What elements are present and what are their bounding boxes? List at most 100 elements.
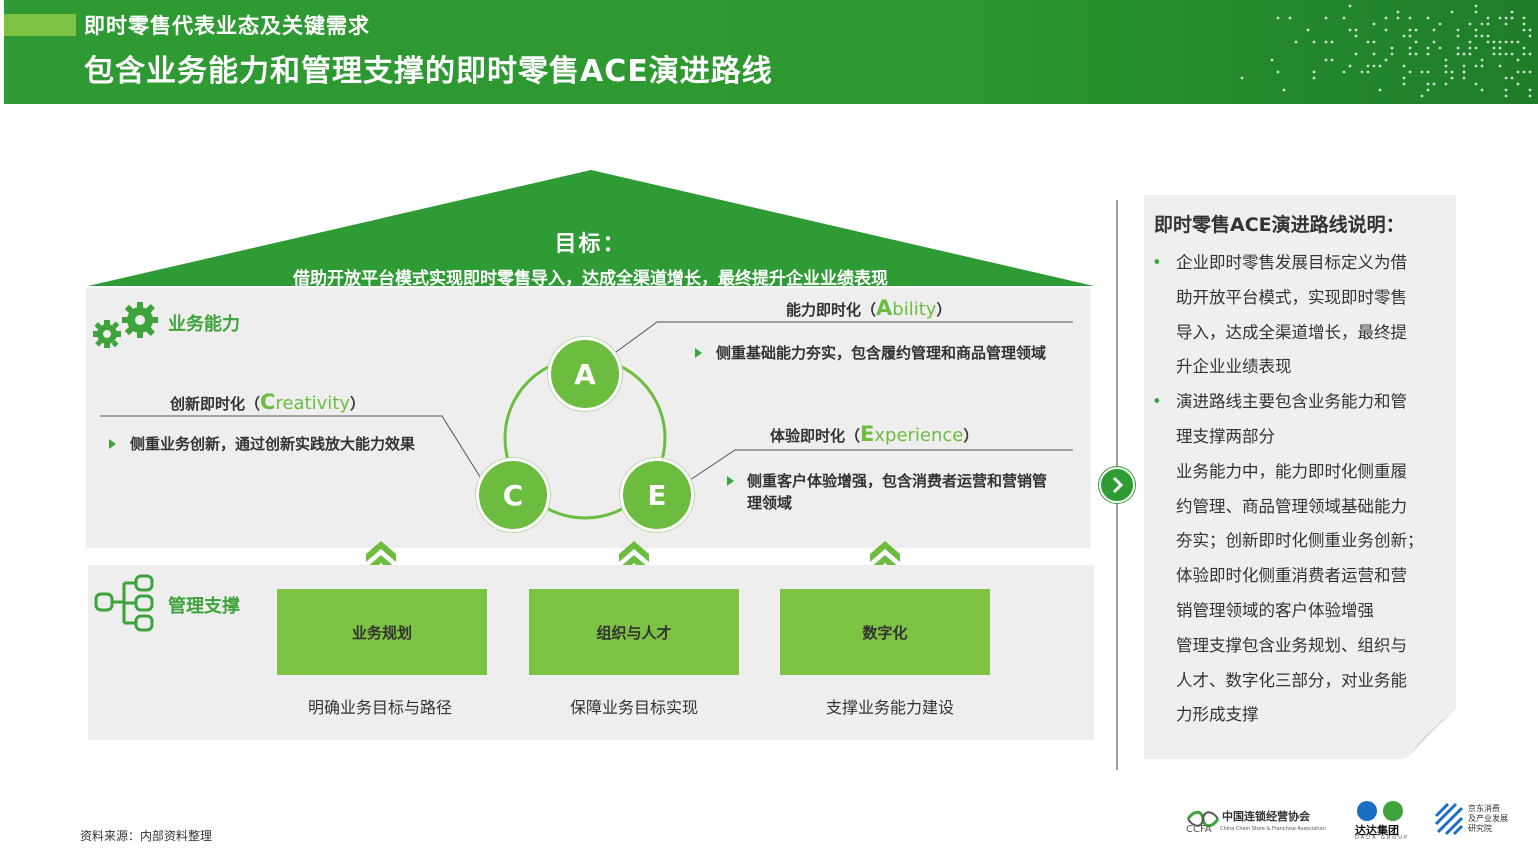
dada-logo-icon xyxy=(1357,801,1403,821)
note-bullet xyxy=(1152,350,1176,385)
note-line-text: 理支撑两部分 xyxy=(1176,426,1275,446)
note-line: 业务能力中，能力即时化侧重履 xyxy=(1152,455,1448,490)
note-line: 约管理、商品管理领域基础能力 xyxy=(1152,490,1448,525)
note-line: 导入，达成全渠道增长，最终提 xyxy=(1152,316,1448,351)
experience-circle: E xyxy=(620,458,694,532)
note-line-text: 夯实；创新即时化侧重业务创新； xyxy=(1176,531,1424,551)
goal-text: 借助开放平台模式实现即时零售导入，达成全渠道增长，最终提升企业业绩表现 xyxy=(293,269,888,289)
business-capability-panel xyxy=(86,288,1091,548)
note-bullet xyxy=(1152,629,1176,664)
explanation-note-panel xyxy=(1144,195,1456,759)
ccfa-logo-icon xyxy=(1186,810,1220,828)
dot-pattern-decoration xyxy=(1240,4,1532,98)
jd-institute-line3: 研究院 xyxy=(1468,824,1492,833)
dada-en-name: DADA GROUP xyxy=(1355,835,1409,841)
note-bullet xyxy=(1152,594,1176,629)
jd-institute-line1: 京东消费 xyxy=(1468,804,1500,813)
note-line-text: 人才、数字化三部分，对业务能 xyxy=(1176,670,1407,690)
ability-circle: A xyxy=(548,337,622,411)
gears-icon xyxy=(93,302,158,348)
experience-title-suffix: ） xyxy=(963,427,979,445)
note-bullet xyxy=(1152,559,1176,594)
business-planning-caption: 明确业务目标与路径 xyxy=(307,698,452,717)
note-line: 人才、数字化三部分，对业务能 xyxy=(1152,664,1448,699)
header-banner: 即时零售代表业态及关键需求 包含业务能力和管理支撑的即时零售ACE演进路线 xyxy=(4,0,1538,104)
org-chart-icon xyxy=(94,574,154,632)
note-bullet xyxy=(1152,524,1176,559)
ability-description: 侧重基础能力夯实，包含履约管理和商品管理领域 xyxy=(716,344,1047,362)
org-talent-box: 组织与人才 xyxy=(529,589,739,675)
note-bullet xyxy=(1152,698,1176,733)
note-line: 力形成支撑 xyxy=(1152,698,1448,733)
note-bullet xyxy=(1152,490,1176,525)
note-line-text: 销管理领域的客户体验增强 xyxy=(1176,600,1374,620)
creativity-big-letter: C xyxy=(260,390,276,414)
dada-cn-name: 达达集团 xyxy=(1355,824,1399,837)
creativity-circle: C xyxy=(476,458,550,532)
note-line-text: 力形成支撑 xyxy=(1176,705,1259,725)
ccfa-cn-name: 中国连锁经营协会 xyxy=(1222,810,1310,823)
experience-title: 体验即时化（Experience） xyxy=(770,422,978,446)
note-line-text: 体验即时化侧重消费者运营和营 xyxy=(1176,566,1407,586)
note-body: • 企业即时零售发展目标定义为借助开放平台模式，实现即时零售导入，达成全渠道增长，… xyxy=(1152,246,1448,733)
note-bullet xyxy=(1152,281,1176,316)
creativity-title: 创新即时化（Creativity） xyxy=(170,390,365,414)
header-subtitle: 即时零售代表业态及关键需求 xyxy=(84,14,370,38)
ability-en-word: bility xyxy=(892,299,937,320)
note-line: 夯实；创新即时化侧重业务创新； xyxy=(1152,524,1448,559)
note-bullet: • xyxy=(1152,392,1162,412)
note-bullet: • xyxy=(1152,253,1162,272)
business-planning-box: 业务规划 xyxy=(277,589,487,675)
ability-title-suffix: ） xyxy=(936,301,952,319)
note-bullet xyxy=(1152,420,1176,455)
ccfa-abbr: CCFA xyxy=(1186,824,1212,835)
note-line: • 企业即时零售发展目标定义为借 xyxy=(1152,246,1448,281)
digitalization-caption: 支撑业务能力建设 xyxy=(825,698,954,717)
note-bullet xyxy=(1152,455,1176,490)
jd-institute-logo-icon xyxy=(1434,802,1464,836)
chevron-right-icon[interactable] xyxy=(1099,467,1135,503)
note-line: • 演进路线主要包含业务能力和管 xyxy=(1152,385,1448,420)
page-title: 包含业务能力和管理支撑的即时零售ACE演进路线 xyxy=(84,54,773,89)
source-note: 资料来源：内部资料整理 xyxy=(80,829,213,843)
creativity-title-cn: 创新即时化（ xyxy=(170,395,261,413)
note-line-text: 助开放平台模式，实现即时零售 xyxy=(1176,287,1407,307)
creativity-en-word: reativity xyxy=(275,393,350,414)
note-line: 管理支撑包含业务规划、组织与 xyxy=(1152,629,1448,664)
goal-block: 目标： 借助开放平台模式实现即时零售导入，达成全渠道增长，最终提升企业业绩表现 xyxy=(88,226,1093,289)
note-line-text: 企业即时零售发展目标定义为借 xyxy=(1176,253,1407,272)
ccfa-en-name: China Chain Store & Franchise Associatio… xyxy=(1220,826,1326,832)
goal-label: 目标： xyxy=(554,232,627,257)
header-accent-tab xyxy=(4,14,76,36)
note-title: 即时零售ACE演进路线说明： xyxy=(1154,214,1405,236)
business-capability-title: 业务能力 xyxy=(168,314,240,335)
note-line: 体验即时化侧重消费者运营和营 xyxy=(1152,559,1448,594)
ability-bullet-icon xyxy=(695,348,702,358)
note-line-text: 演进路线主要包含业务能力和管 xyxy=(1176,392,1407,412)
note-line-text: 升企业业绩表现 xyxy=(1176,357,1292,377)
ability-big-letter: A xyxy=(876,296,893,320)
experience-big-letter: E xyxy=(860,422,875,446)
digitalization-box: 数字化 xyxy=(780,589,990,675)
note-line: 销管理领域的客户体验增强 xyxy=(1152,594,1448,629)
ability-title: 能力即时化（Ability） xyxy=(786,296,951,320)
jd-institute-name: 京东消费 及产业发展 研究院 xyxy=(1468,804,1528,834)
note-line-text: 约管理、商品管理领域基础能力 xyxy=(1176,496,1407,516)
management-support-title: 管理支撑 xyxy=(168,596,240,617)
ability-title-cn: 能力即时化（ xyxy=(786,301,877,319)
experience-en-word: xperience xyxy=(874,425,964,446)
jd-institute-line2: 及产业发展 xyxy=(1468,814,1508,823)
creativity-description: 侧重业务创新，通过创新实践放大能力效果 xyxy=(130,435,416,453)
note-line: 助开放平台模式，实现即时零售 xyxy=(1152,281,1448,316)
note-line: 升企业业绩表现 xyxy=(1152,350,1448,385)
experience-bullet-icon xyxy=(727,476,734,486)
org-talent-caption: 保障业务目标实现 xyxy=(569,698,698,717)
roof-triangle xyxy=(88,170,1094,286)
page-curl-decoration xyxy=(1402,707,1458,761)
experience-title-cn: 体验即时化（ xyxy=(770,427,861,445)
note-bullet xyxy=(1152,664,1176,699)
note-line-text: 导入，达成全渠道增长，最终提 xyxy=(1176,322,1407,342)
note-line: 理支撑两部分 xyxy=(1152,420,1448,455)
creativity-bullet-icon xyxy=(109,439,116,449)
note-bullet xyxy=(1152,316,1176,351)
